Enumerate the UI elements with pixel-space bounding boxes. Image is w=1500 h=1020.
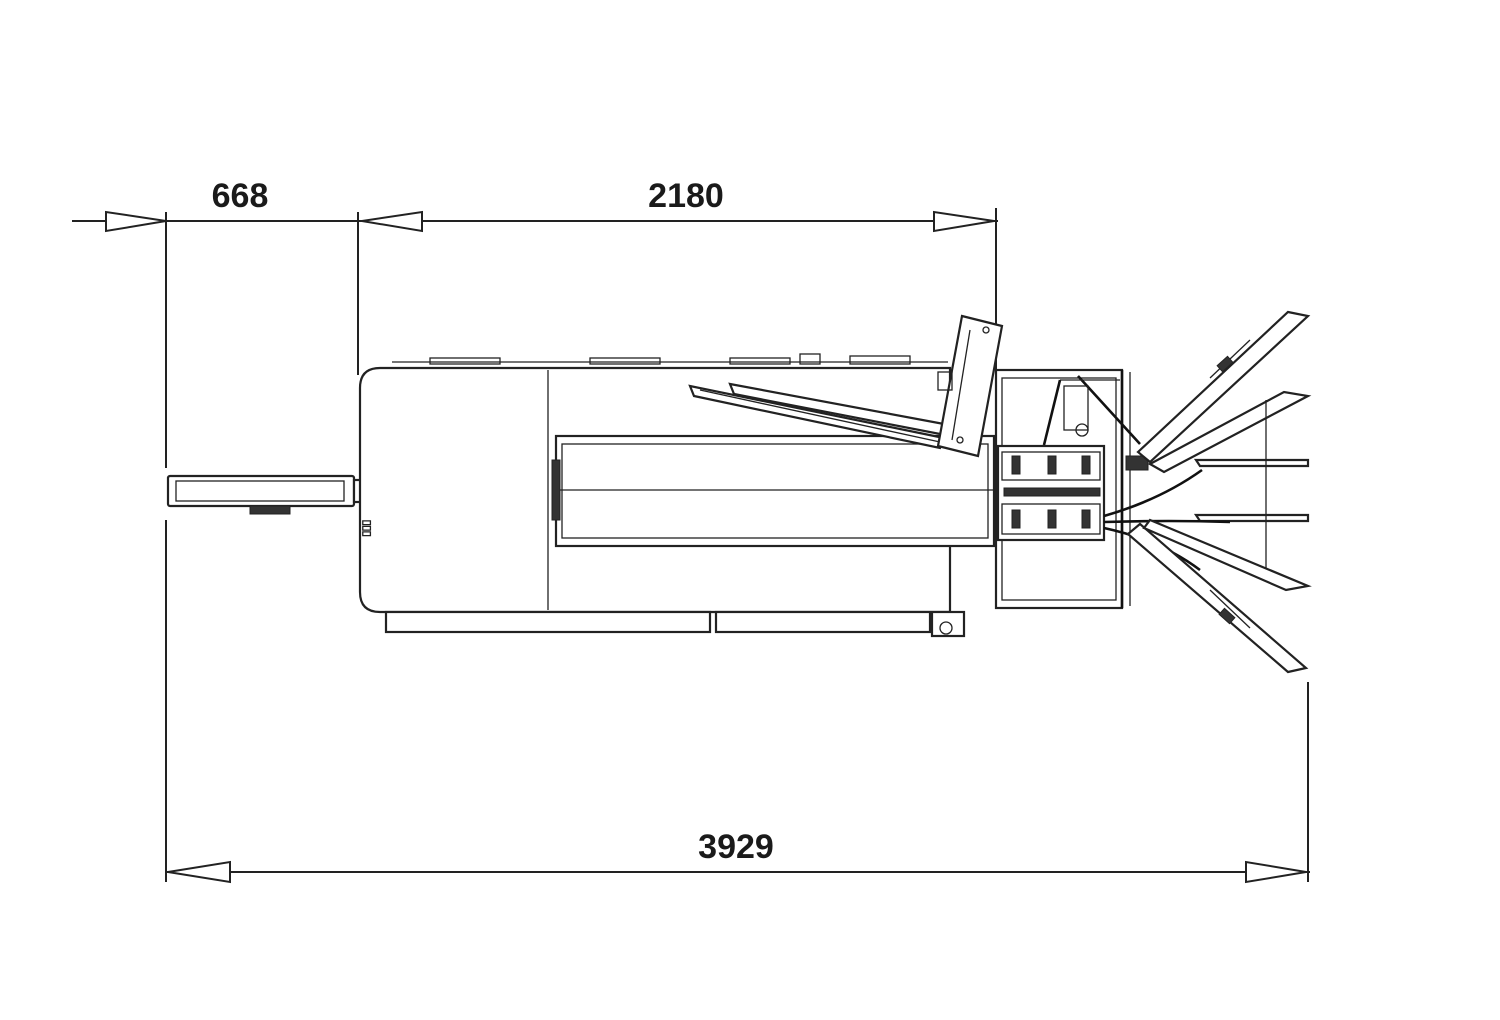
dim-arrow <box>167 860 231 884</box>
dimension-front-overhang: 668 <box>212 177 269 215</box>
svg-text:▮▮▮: ▮▮▮ <box>361 520 372 537</box>
dimension-body-length: 2180 <box>648 177 724 215</box>
dimension-overall-length: 3929 <box>698 828 774 866</box>
folding-arm <box>688 314 1004 458</box>
machine-outline: ▮▮▮ <box>166 310 1312 674</box>
dim-arrow <box>361 210 423 233</box>
rear-frame <box>994 368 1149 610</box>
top-dimension-lines <box>72 208 998 468</box>
main-body: ▮▮▮ <box>358 353 996 638</box>
dim-arrow <box>105 210 167 233</box>
dim-arrow <box>1245 860 1307 884</box>
dim-arrow <box>933 210 995 233</box>
bottom-dimension-lines <box>165 520 1310 884</box>
spreader-wings <box>1103 310 1312 674</box>
